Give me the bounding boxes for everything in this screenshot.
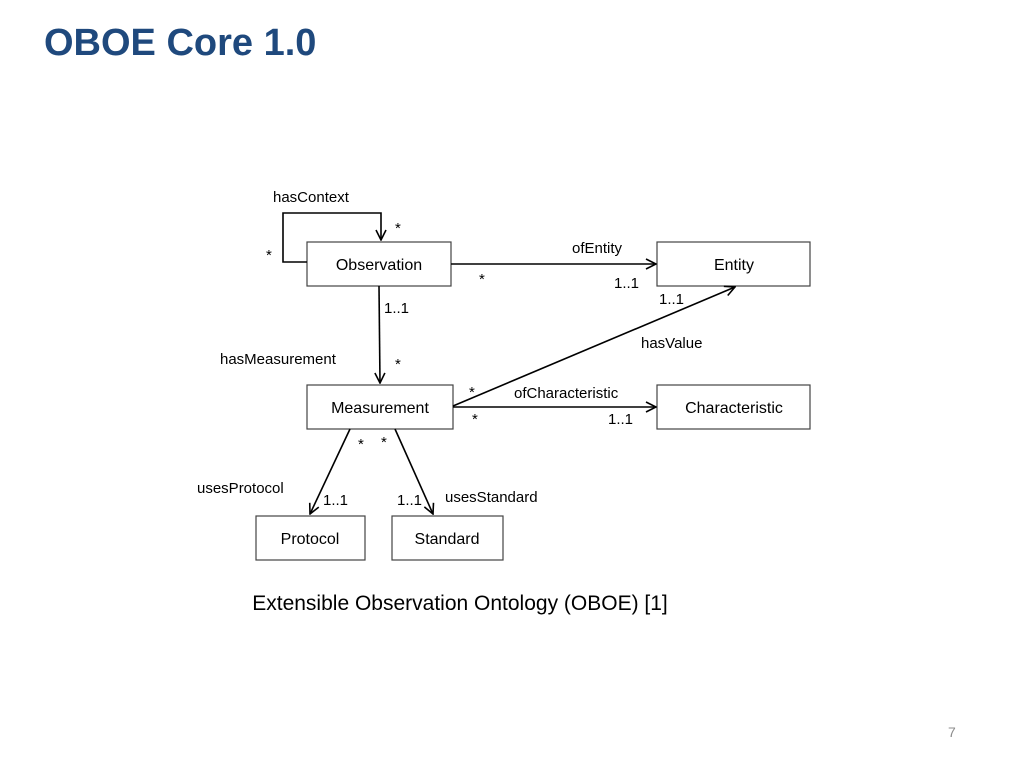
node-measurement-label: Measurement (331, 400, 429, 417)
node-standard-label: Standard (415, 531, 480, 548)
edge-has-measurement-target-mult: * (395, 356, 401, 373)
edge-of-entity-target-mult: 1..1 (614, 275, 639, 292)
edge-has-context-target-mult: * (395, 220, 401, 237)
edge-has-measurement-label: hasMeasurement (220, 351, 337, 368)
edge-has-value-source-mult: * (469, 384, 475, 401)
node-protocol: Protocol (255, 515, 366, 561)
edge-of-entity: ofEntity * 1..1 (451, 240, 656, 292)
edge-has-measurement-source-mult: 1..1 (384, 300, 409, 317)
slide-title: OBOE Core 1.0 (44, 22, 317, 64)
edge-of-characteristic: ofCharacteristic * 1..1 (453, 385, 656, 428)
node-observation: Observation (306, 241, 452, 287)
edge-of-entity-label: ofEntity (572, 240, 623, 257)
edge-has-value: hasValue * 1..1 (452, 287, 735, 407)
diagram-caption: Extensible Observation Ontology (OBOE) [… (252, 592, 668, 615)
page-number: 7 (948, 724, 956, 740)
node-characteristic: Characteristic (656, 384, 811, 430)
edge-uses-standard-label: usesStandard (445, 489, 538, 506)
edge-has-context-source-mult: * (266, 247, 272, 264)
edge-has-value-target-mult: 1..1 (659, 291, 684, 308)
edge-has-value-label: hasValue (641, 335, 702, 352)
edge-uses-protocol: usesProtocol * 1..1 (197, 428, 364, 514)
edge-uses-protocol-label: usesProtocol (197, 480, 284, 497)
edge-uses-standard-target-mult: 1..1 (397, 492, 422, 509)
edge-uses-standard-source-mult: * (381, 434, 387, 451)
node-observation-label: Observation (336, 257, 422, 274)
node-standard: Standard (391, 515, 504, 561)
edge-of-characteristic-label: ofCharacteristic (514, 385, 619, 402)
node-protocol-label: Protocol (281, 531, 340, 548)
node-entity: Entity (656, 241, 811, 287)
edge-of-entity-source-mult: * (479, 271, 485, 288)
node-entity-label: Entity (714, 257, 754, 274)
edge-uses-standard: usesStandard * 1..1 (381, 428, 538, 514)
node-characteristic-label: Characteristic (685, 400, 783, 417)
node-measurement: Measurement (306, 384, 454, 430)
edge-has-measurement: hasMeasurement 1..1 * (220, 285, 409, 383)
edge-has-context-label: hasContext (273, 189, 350, 206)
edge-has-context: hasContext * * (266, 189, 401, 264)
edge-of-characteristic-target-mult: 1..1 (608, 411, 633, 428)
edge-uses-protocol-source-mult: * (358, 436, 364, 453)
edge-uses-protocol-target-mult: 1..1 (323, 492, 348, 509)
edge-of-characteristic-source-mult: * (472, 411, 478, 428)
